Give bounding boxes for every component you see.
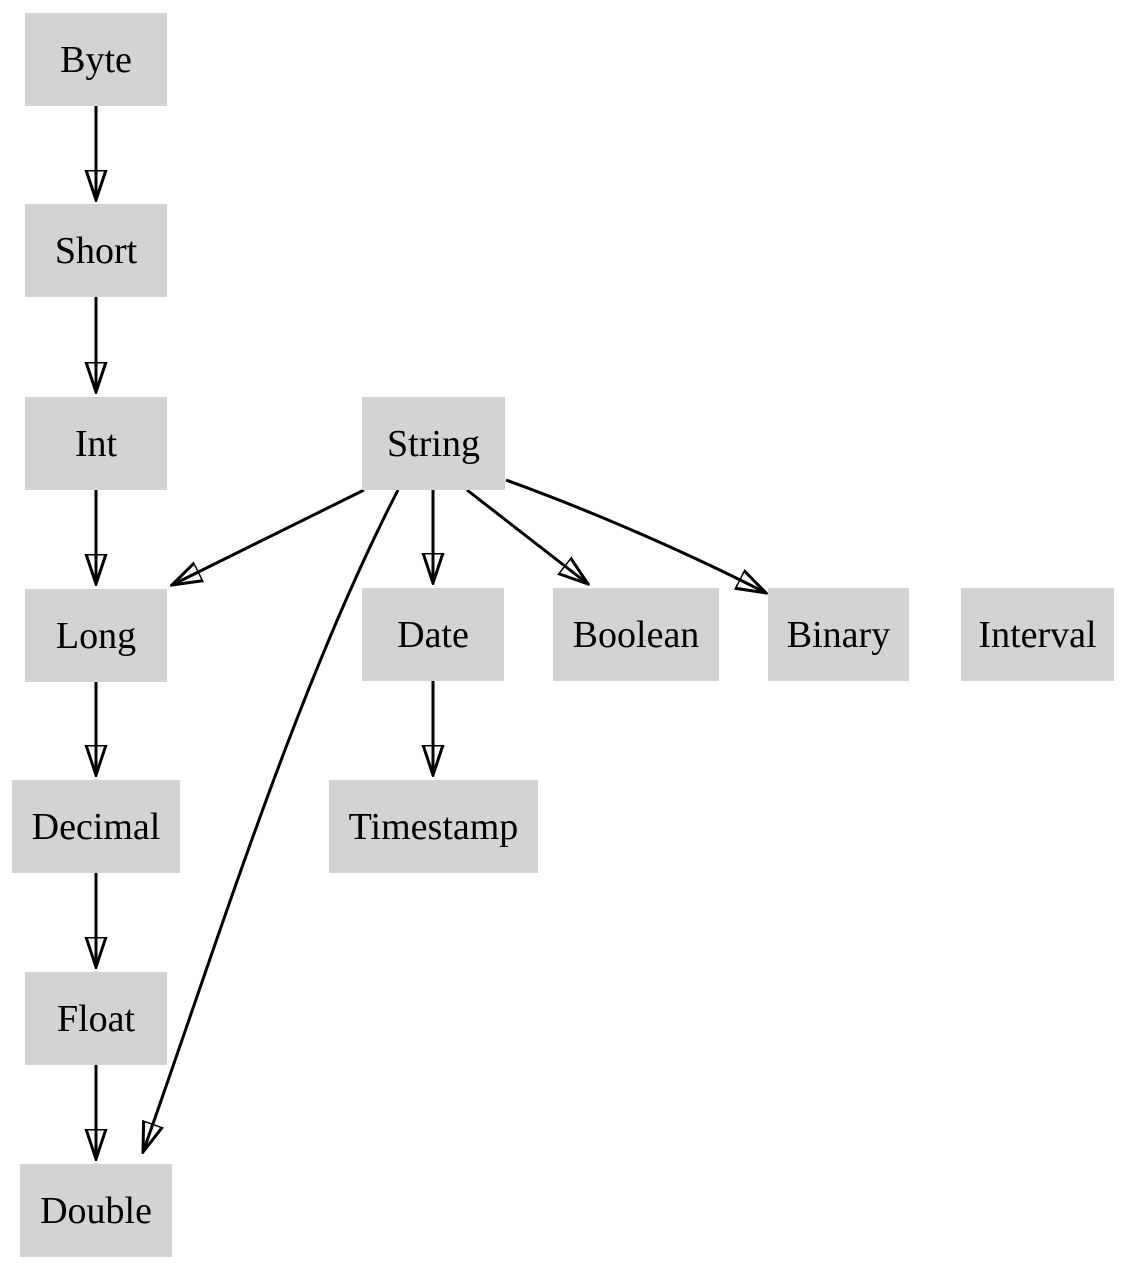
- node-interval: Interval: [961, 588, 1114, 681]
- node-int: Int: [25, 397, 167, 490]
- node-long: Long: [25, 589, 167, 682]
- edge-string-binary: [505, 478, 766, 593]
- node-float-label: Float: [56, 997, 136, 1040]
- node-boolean-label: Boolean: [572, 613, 700, 656]
- edge-string-boolean: [466, 488, 588, 584]
- edge-string-long: [172, 488, 365, 585]
- node-decimal-label: Decimal: [31, 805, 161, 848]
- node-string-label: String: [387, 422, 480, 465]
- node-double-label: Double: [40, 1189, 152, 1232]
- node-timestamp: Timestamp: [329, 780, 538, 873]
- node-byte: Byte: [25, 13, 167, 106]
- node-long-label: Long: [55, 614, 137, 657]
- node-boolean: Boolean: [553, 588, 719, 681]
- node-decimal: Decimal: [12, 780, 180, 873]
- node-binary: Binary: [768, 588, 909, 681]
- node-byte-label: Byte: [60, 38, 132, 81]
- edge-string-double: [143, 489, 400, 1152]
- node-string: String: [362, 397, 505, 490]
- node-binary-label: Binary: [786, 613, 891, 656]
- node-short-label: Short: [54, 229, 138, 272]
- node-double: Double: [20, 1164, 172, 1257]
- node-date-label: Date: [397, 613, 469, 656]
- node-interval-label: Interval: [978, 613, 1097, 656]
- node-timestamp-label: Timestamp: [348, 805, 519, 848]
- node-float: Float: [25, 972, 167, 1065]
- node-date: Date: [362, 588, 504, 681]
- node-short: Short: [25, 204, 167, 297]
- node-int-label: Int: [74, 422, 118, 465]
